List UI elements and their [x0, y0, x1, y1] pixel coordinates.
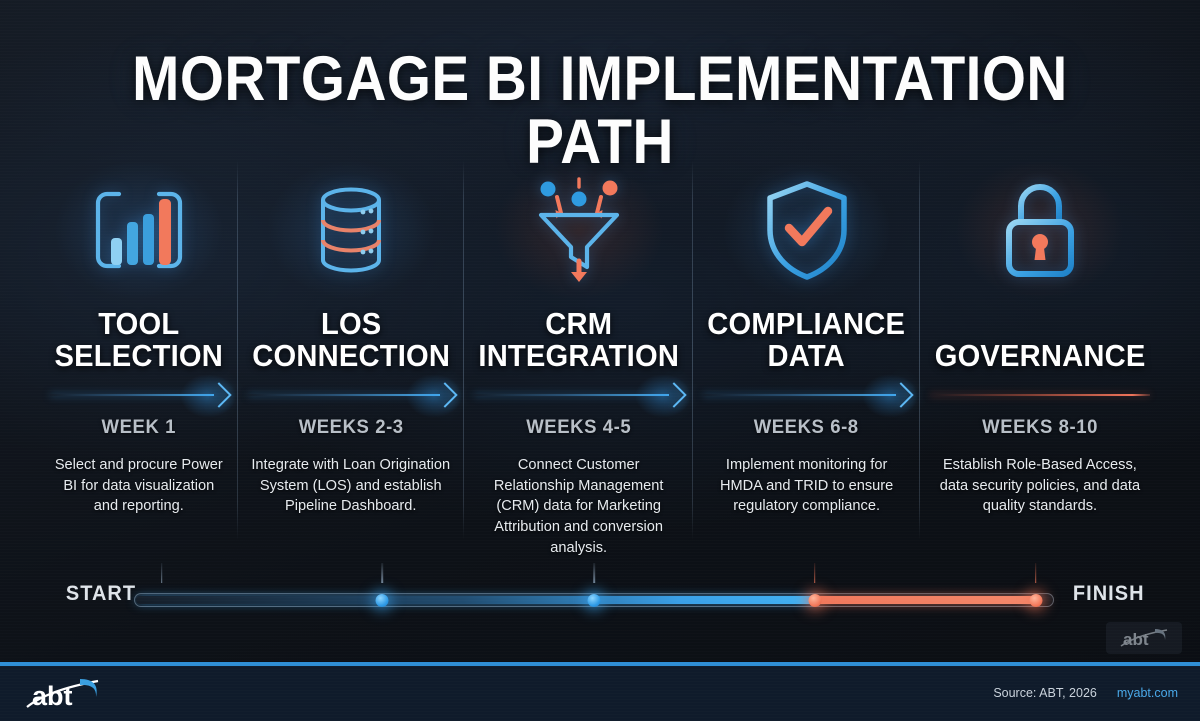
- footer-meta: Source: ABT, 2026 myabt.com: [993, 686, 1178, 700]
- timeline-start-label: START: [65, 582, 137, 605]
- step-heading: CRM INTEGRATION: [478, 306, 679, 372]
- step-heading: GOVERNANCE: [935, 306, 1146, 372]
- step-description: Establish Role-Based Access, data securi…: [939, 457, 1141, 515]
- icon-container: [928, 160, 1152, 300]
- timeline-tick: [593, 563, 595, 583]
- connector: [472, 374, 692, 418]
- timeline-progress-blue: [136, 596, 817, 604]
- heading-line-2: INTEGRATION: [478, 338, 680, 374]
- heading-line-1: TOOL: [98, 306, 180, 342]
- source-text: Source: ABT, 2026: [993, 686, 1097, 700]
- timeline-tick: [381, 563, 384, 583]
- timeline-tick: [813, 563, 816, 583]
- timeline-tick: [160, 563, 163, 583]
- connector: [701, 374, 918, 418]
- website-link[interactable]: myabt.com: [1116, 686, 1178, 700]
- step-week-label: WEEKS 2-3: [298, 416, 404, 438]
- shield-check-icon: [766, 181, 847, 280]
- timeline-node[interactable]: [808, 594, 822, 607]
- watermark-logo: abt: [1106, 622, 1182, 654]
- title-container: MORTGAGE BI IMPLEMENTATION PATH: [0, 48, 1200, 174]
- icon-container: [48, 160, 230, 300]
- page-title: MORTGAGE BI IMPLEMENTATION PATH: [132, 44, 1068, 177]
- step-heading: LOS CONNECTION: [252, 306, 450, 372]
- connector-line: [473, 394, 670, 396]
- steps-row: TOOL SELECTION WEEK 1 Select and procure…: [40, 160, 1160, 556]
- timeline-node[interactable]: [587, 594, 601, 607]
- timeline-progress-orange: [814, 596, 1036, 604]
- connector-arrow-glow: [405, 374, 462, 418]
- connector-arrow-glow: [179, 374, 236, 418]
- power-bi-chart-icon: [95, 191, 182, 269]
- step-description: Implement monitoring for HMDA and TRID t…: [719, 457, 894, 515]
- step-heading: COMPLIANCE DATA: [708, 306, 906, 372]
- connector: [48, 374, 236, 418]
- step-week-label: WEEKS 8-10: [981, 416, 1098, 438]
- step-description: Connect Customer Relationship Management…: [493, 457, 664, 556]
- column-divider: [462, 160, 464, 540]
- timeline-tick: [1034, 563, 1037, 583]
- timeline-track[interactable]: [134, 563, 1054, 610]
- step-heading: TOOL SELECTION: [53, 306, 224, 372]
- column-divider: [918, 160, 920, 540]
- heading-line-2: SELECTION: [54, 338, 223, 374]
- step-description: Select and procure Power BI for data vis…: [54, 457, 223, 515]
- abt-logo-icon: abt: [1120, 629, 1168, 649]
- timeline-finish-label: FINISH: [1072, 582, 1145, 605]
- icon-container: [701, 160, 911, 300]
- heading-line-1: COMPLIANCE: [707, 306, 906, 342]
- icon-container: [472, 160, 685, 300]
- connector-line: [247, 394, 440, 396]
- connector: [928, 380, 1152, 410]
- connector-arrow-glow: [635, 374, 692, 418]
- column-divider: [236, 160, 238, 540]
- heading-line-1: GOVERNANCE: [934, 338, 1146, 374]
- connector-line: [50, 394, 214, 396]
- icon-container: [246, 160, 456, 300]
- column-divider: [692, 160, 694, 540]
- heading-line-1: LOS: [320, 306, 381, 342]
- step-week-label: WEEKS 6-8: [754, 416, 860, 438]
- step-column-crm-integration: CRM INTEGRATION WEEKS 4-5 Connect Custom…: [464, 160, 694, 556]
- timeline: START FINISH: [0, 560, 1200, 630]
- step-description: Integrate with Loan Origination System (…: [251, 457, 451, 515]
- funnel-icon: [538, 177, 619, 282]
- connector: [246, 374, 462, 418]
- step-column-compliance-data: COMPLIANCE DATA WEEKS 6-8 Implement moni…: [693, 160, 920, 540]
- step-column-governance: GOVERNANCE WEEKS 8-10 Establish Role-Bas…: [920, 160, 1160, 540]
- step-week-label: WEEKS 4-5: [526, 416, 632, 438]
- footer-bar: abt Source: ABT, 2026 myabt.com: [0, 662, 1200, 721]
- heading-line-2: CONNECTION: [251, 338, 450, 374]
- connector-line: [929, 394, 1150, 396]
- timeline-node[interactable]: [375, 594, 389, 607]
- heading-line-1: CRM: [545, 306, 613, 342]
- padlock-icon: [1005, 184, 1074, 277]
- footer-logo[interactable]: abt: [22, 675, 108, 718]
- svg-text:abt: abt: [1123, 630, 1149, 649]
- database-cylinder-icon: [320, 187, 381, 273]
- step-week-label: WEEK 1: [101, 416, 177, 438]
- step-column-tool-selection: TOOL SELECTION WEEK 1 Select and procure…: [40, 160, 238, 540]
- connector-line: [703, 394, 896, 396]
- heading-line-2: DATA: [767, 338, 846, 374]
- step-column-los-connection: LOS CONNECTION WEEKS 2-3 Integrate with …: [238, 160, 464, 540]
- svg-text:abt: abt: [32, 681, 73, 711]
- timeline-node[interactable]: [1029, 594, 1043, 607]
- connector-arrow-glow: [861, 374, 918, 418]
- abt-logo-icon: abt: [26, 679, 99, 711]
